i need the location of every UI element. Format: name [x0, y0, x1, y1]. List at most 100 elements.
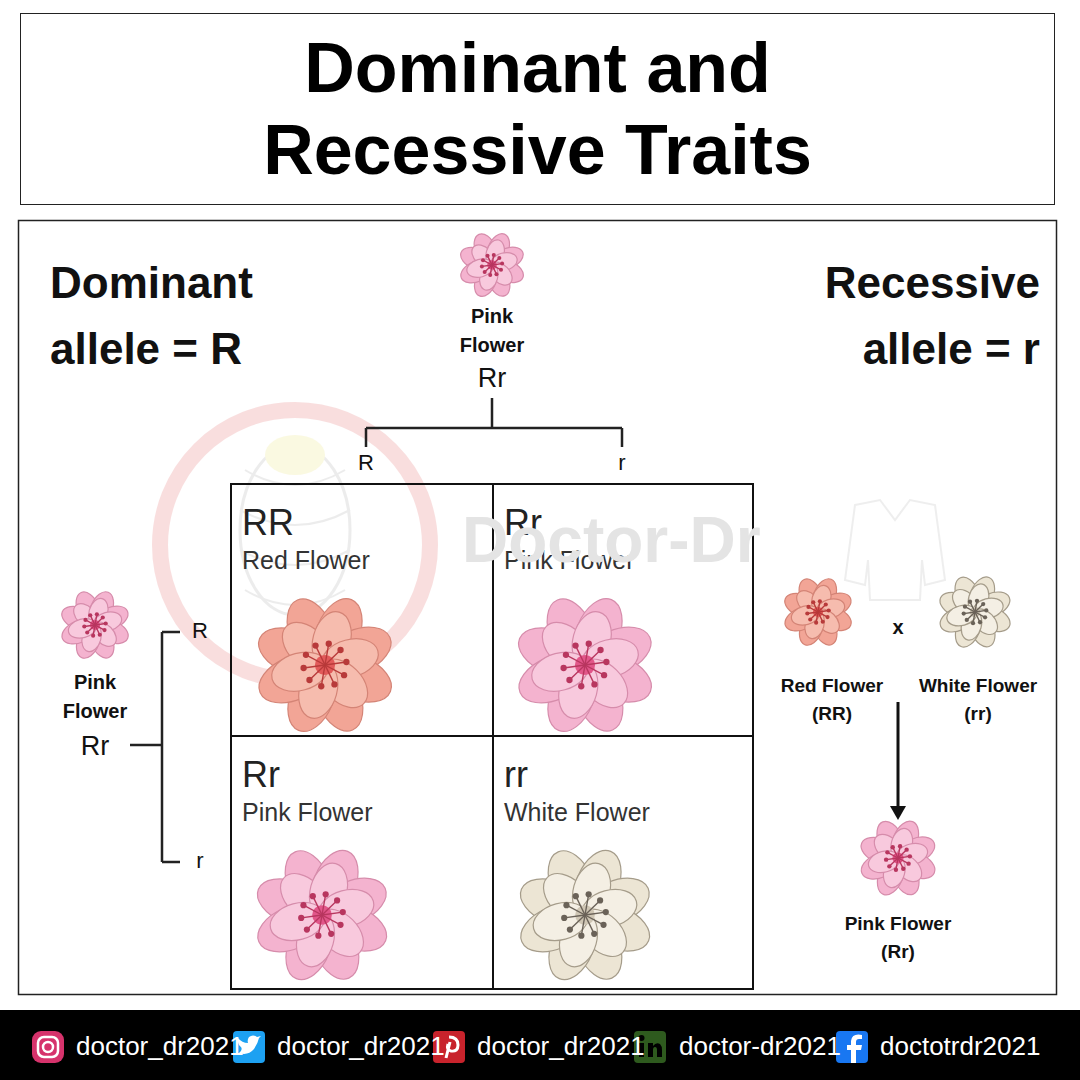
- genotype: rr: [504, 755, 752, 795]
- offspring-label: Pink Flower (Rr): [833, 910, 963, 966]
- allele-key: Dominant allele = R: [50, 250, 350, 382]
- flower: [936, 573, 1014, 651]
- flower-part: [971, 621, 975, 625]
- flower-part: [885, 850, 889, 854]
- flower-part: [564, 665, 585, 668]
- social-handle: doctotrdr2021: [880, 1029, 1060, 1063]
- flower-part: [585, 665, 594, 684]
- flower-part: [95, 612, 99, 616]
- flower-part: [334, 897, 340, 903]
- flower-part: [82, 624, 86, 628]
- flower-part: [806, 605, 810, 609]
- flower: [857, 817, 939, 899]
- flower-part: [104, 621, 108, 625]
- cross-label: White Flower (rr): [910, 672, 1046, 728]
- flower-part: [981, 602, 985, 606]
- flower-part: [600, 922, 606, 928]
- flower-part: [341, 672, 347, 678]
- flower-part: [486, 254, 490, 258]
- phenotype: White Flower: [504, 797, 752, 827]
- flower-part: [304, 926, 310, 932]
- flower-part: [492, 253, 496, 257]
- flower-part: [331, 681, 337, 687]
- flower-part: [304, 665, 325, 668]
- flower-part: [488, 273, 492, 277]
- flower-part: [908, 854, 912, 858]
- parent-label: Pink Flower: [437, 302, 547, 360]
- allele: R: [185, 618, 215, 644]
- flower-part: [298, 915, 304, 921]
- flower-part: [601, 672, 607, 678]
- flower-part: [480, 264, 484, 268]
- flower-part: [325, 662, 346, 665]
- flower-part: [306, 677, 312, 683]
- flower-part: [975, 599, 979, 603]
- flower-part: [983, 615, 987, 619]
- footer-bar: [0, 1010, 1080, 1080]
- flower-part: [497, 256, 501, 260]
- flower-part: [316, 646, 325, 665]
- flower-part: [323, 891, 329, 897]
- flower-part: [465, 256, 496, 280]
- arrow-head: [890, 806, 906, 820]
- flower-part: [578, 683, 584, 689]
- flower-part: [315, 933, 321, 939]
- flower-part: [66, 616, 99, 642]
- flower-part: [591, 681, 597, 687]
- flower: [514, 844, 657, 987]
- flower-part: [499, 268, 503, 272]
- flower-part: [586, 641, 592, 647]
- flower-part: [887, 864, 891, 868]
- flower-part: [313, 896, 322, 915]
- flower-part: [340, 909, 346, 915]
- punnett-cell: rrWhite Flower: [492, 735, 754, 990]
- allele: r: [185, 848, 215, 874]
- flower-part: [576, 646, 585, 665]
- flower-part: [891, 845, 895, 849]
- title: Dominant and Recessive Traits: [158, 27, 918, 191]
- flower-part: [343, 659, 349, 665]
- title-box: Dominant and Recessive Traits: [20, 13, 1055, 205]
- flower-part: [906, 861, 910, 865]
- flower-part: [91, 634, 95, 638]
- flower-part: [586, 891, 592, 897]
- flower-part: [318, 683, 324, 689]
- parent-label: Pink Flower: [40, 668, 150, 726]
- flower-part: [576, 896, 585, 915]
- flower-part: [603, 659, 609, 665]
- flower-part: [818, 599, 822, 603]
- flower-part: [585, 912, 606, 915]
- flower-part: [963, 605, 967, 609]
- flower-part: [560, 665, 566, 671]
- flower-part: [573, 893, 579, 899]
- flower-part: [572, 642, 578, 648]
- flower-part: [500, 262, 504, 266]
- punnett-cell: RRRed Flower: [230, 483, 494, 737]
- flower-part: [494, 272, 498, 276]
- phenotype: Red Flower: [242, 545, 492, 575]
- flower-part: [88, 613, 92, 617]
- flower: [781, 575, 855, 649]
- flower-part: [811, 600, 815, 604]
- genotype: RR: [242, 503, 492, 543]
- flower-part: [563, 652, 569, 658]
- flower-part: [962, 611, 966, 615]
- flower-part: [585, 915, 594, 934]
- flower-part: [825, 615, 829, 619]
- flower-part: [98, 633, 102, 637]
- flower-part: [300, 902, 306, 908]
- instagram-icon: [32, 1031, 64, 1063]
- flower-part: [827, 608, 831, 612]
- flower-part: [898, 844, 902, 848]
- flower-part: [591, 931, 597, 937]
- phenotype: Pink Flower: [242, 797, 492, 827]
- flower-part: [300, 665, 306, 671]
- flower-part: [578, 933, 584, 939]
- flower-part: [310, 893, 316, 899]
- flower-part: [326, 641, 332, 647]
- flower-part: [585, 662, 606, 665]
- flower-part: [85, 630, 89, 634]
- flower-part: [978, 620, 982, 624]
- flower-part: [821, 620, 825, 624]
